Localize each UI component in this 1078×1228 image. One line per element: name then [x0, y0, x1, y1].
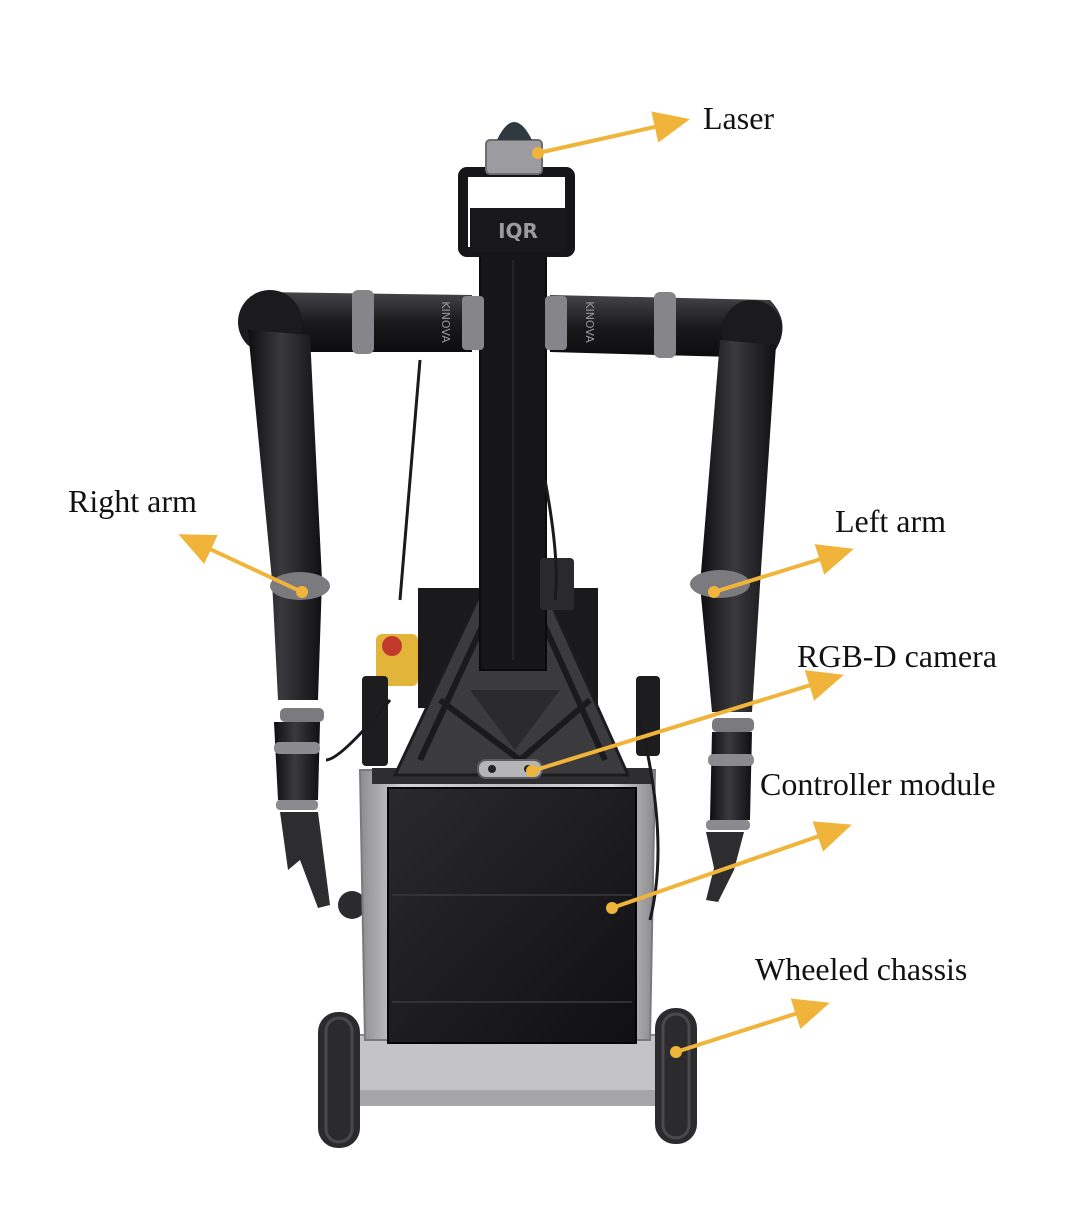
label-controller-module: Controller module	[760, 766, 996, 802]
left-wheel	[318, 1012, 360, 1148]
label-left-arm: Left arm	[835, 503, 947, 539]
arrow-origin-dots	[296, 147, 720, 1058]
label-wheeled-chassis: Wheeled chassis	[755, 951, 968, 987]
right-arm: KINOVA	[238, 290, 484, 908]
left-arm: KINOVA	[545, 292, 783, 902]
label-laser: Laser	[703, 100, 775, 136]
central-column	[479, 249, 547, 671]
arrow-wheeled-chassis	[675, 998, 830, 1054]
head-frame: IQR	[458, 167, 575, 257]
wheeled-chassis	[318, 891, 697, 1148]
arrow-laser	[537, 111, 690, 155]
left-arm-brand: KINOVA	[583, 301, 596, 343]
annotation-arrows	[178, 111, 854, 1054]
arrow-rgbd-camera	[531, 670, 844, 773]
laser-sensor	[485, 122, 543, 175]
label-rgbd-camera: RGB-D camera	[797, 638, 997, 674]
arrow-controller-module	[611, 821, 852, 910]
right-arm-brand: KINOVA	[439, 301, 452, 343]
arrow-left-arm	[713, 544, 854, 594]
side-devices	[362, 558, 660, 766]
right-wheel	[655, 1008, 697, 1144]
label-right-arm: Right arm	[68, 483, 197, 519]
arrow-right-arm	[178, 534, 303, 594]
cables	[325, 359, 660, 921]
rgbd-camera	[477, 759, 543, 779]
head-logo: IQR	[498, 219, 538, 243]
